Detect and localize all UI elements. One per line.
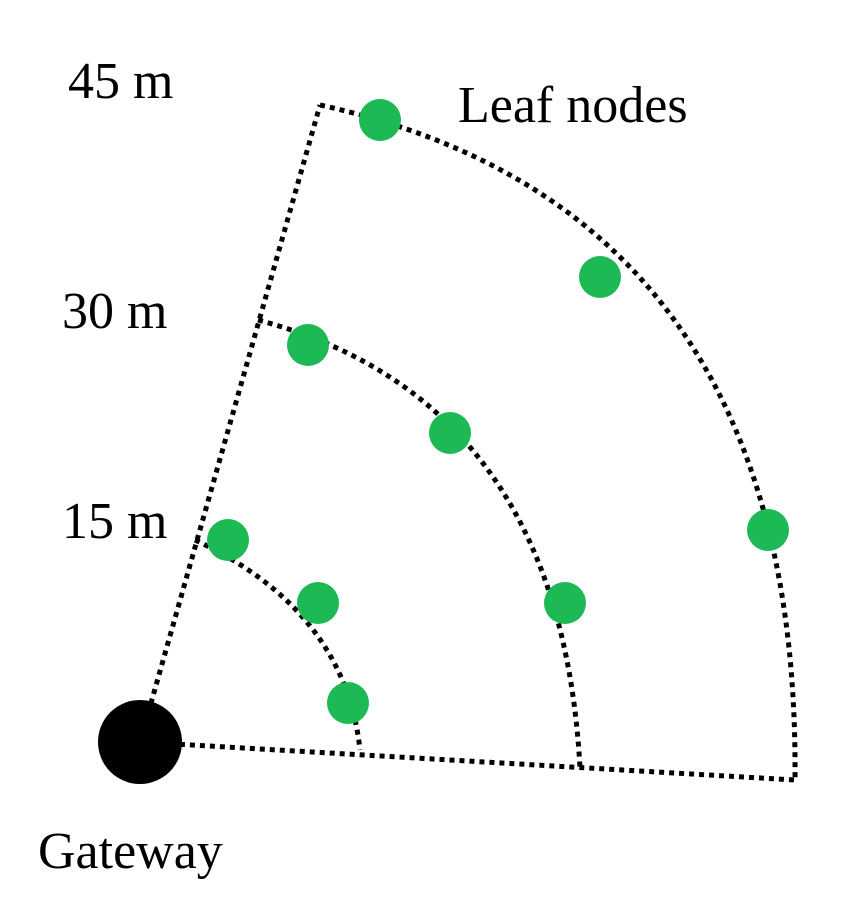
leaf-nodes-label: Leaf nodes	[458, 77, 688, 134]
sector-edge-left	[137, 104, 323, 743]
leaf-node	[207, 519, 249, 561]
sector-boundary	[137, 104, 796, 783]
leaf-nodes	[207, 99, 789, 724]
ring-arc-45m	[319, 102, 798, 781]
leaf-node	[747, 509, 789, 551]
leaf-node	[327, 682, 369, 724]
gateway-label: Gateway	[38, 823, 223, 880]
gateway-node	[98, 700, 182, 784]
leaf-node	[544, 582, 586, 624]
leaf-node	[359, 99, 401, 141]
leaf-node	[429, 412, 471, 454]
radius-label-15m: 15 m	[62, 493, 167, 550]
radius-label-30m: 30 m	[62, 283, 167, 340]
leaf-node	[579, 256, 621, 298]
ring-arcs	[193, 102, 798, 781]
ring-arc-30m	[257, 317, 583, 769]
leaf-node	[297, 582, 339, 624]
radius-label-45m: 45 m	[68, 53, 173, 110]
leaf-node	[287, 324, 329, 366]
sector-edge-bottom	[139, 739, 796, 783]
